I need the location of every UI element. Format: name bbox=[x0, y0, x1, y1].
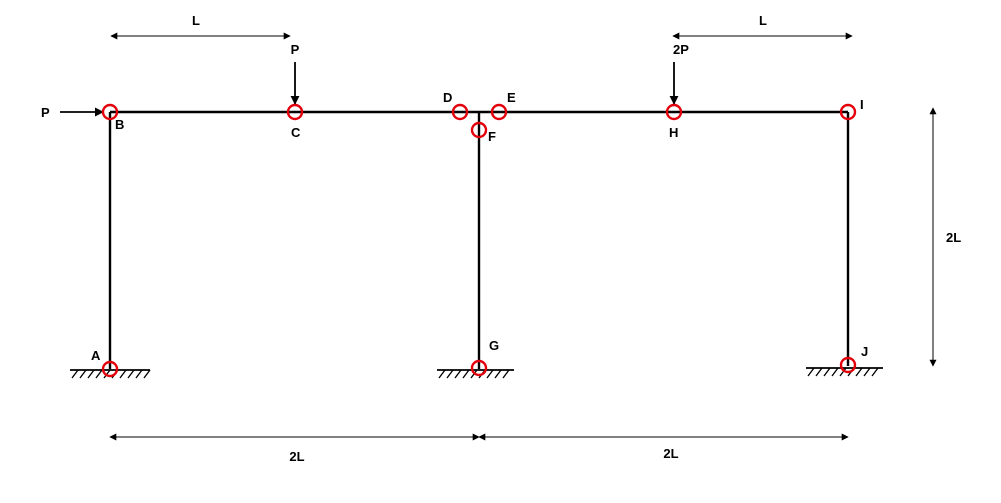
dimension-height: 2L bbox=[929, 107, 961, 367]
dimension-bottom-left-label: 2L bbox=[289, 449, 304, 464]
node-label-a: A bbox=[91, 348, 101, 363]
node-label-c: C bbox=[291, 125, 301, 140]
load-vertical-h-label: 2P bbox=[673, 42, 689, 57]
node-label-h: H bbox=[669, 125, 678, 140]
dimension-top-right: L bbox=[672, 13, 853, 40]
dimension-bottom-left: 2L bbox=[109, 433, 480, 464]
load-horizontal-label: P bbox=[41, 105, 50, 120]
hinge-g bbox=[470, 359, 488, 377]
hinge-c bbox=[286, 103, 304, 121]
hinge-b bbox=[101, 103, 119, 121]
dimension-top-left-label: L bbox=[192, 13, 200, 28]
load-horizontal-b: P bbox=[41, 105, 104, 120]
load-vertical-c-label: P bbox=[291, 42, 300, 57]
node-label-g: G bbox=[489, 338, 499, 353]
hinge-j bbox=[839, 356, 857, 374]
hinge-e bbox=[490, 103, 508, 121]
dimension-height-label: 2L bbox=[946, 230, 961, 245]
node-label-b: B bbox=[115, 117, 124, 132]
hinge-a bbox=[101, 360, 119, 378]
dimension-bottom-right: 2L bbox=[478, 433, 849, 461]
dimension-top-right-label: L bbox=[759, 13, 767, 28]
dimension-top-left: L bbox=[110, 13, 291, 40]
node-label-f: F bbox=[488, 129, 496, 144]
hinge-f bbox=[470, 121, 488, 139]
node-label-j: J bbox=[861, 344, 868, 359]
node-label-i: I bbox=[860, 97, 864, 112]
load-vertical-c: P bbox=[290, 42, 300, 105]
node-label-d: D bbox=[443, 90, 452, 105]
hinge-h bbox=[665, 103, 683, 121]
hinge-d bbox=[451, 103, 469, 121]
fixed-support-a bbox=[70, 369, 151, 379]
node-label-e: E bbox=[507, 90, 516, 105]
dimension-bottom-right-label: 2L bbox=[663, 446, 678, 461]
hinge-i bbox=[839, 103, 857, 121]
load-vertical-h: 2P bbox=[669, 42, 689, 105]
